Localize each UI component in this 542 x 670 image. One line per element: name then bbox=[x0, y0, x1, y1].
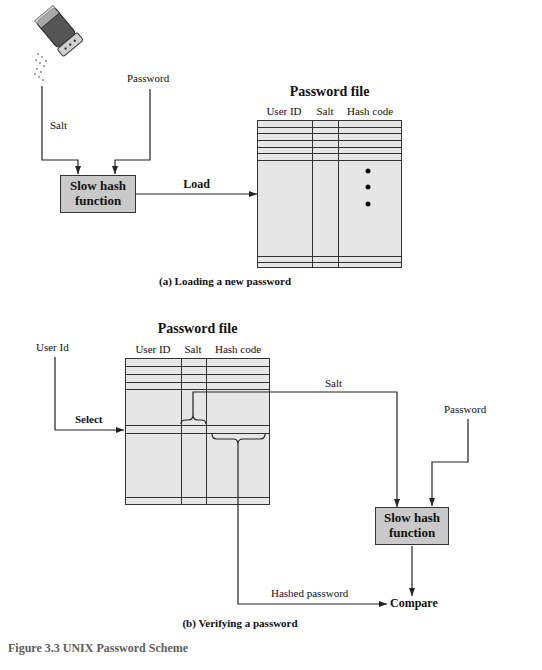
salt-line bbox=[42, 86, 78, 174]
column-rule bbox=[181, 358, 182, 505]
salt-grains bbox=[34, 53, 47, 81]
column-header: Salt bbox=[184, 343, 201, 356]
ellipsis-dot bbox=[366, 169, 371, 174]
ellipsis-dot bbox=[366, 185, 371, 190]
row-rule bbox=[125, 433, 270, 434]
row-rule bbox=[257, 262, 402, 263]
table-frame bbox=[126, 359, 270, 505]
password-line bbox=[432, 419, 468, 506]
ellipsis-dot bbox=[366, 202, 371, 207]
column-rule bbox=[338, 120, 339, 268]
bracket-line bbox=[181, 415, 206, 424]
text-label: Select bbox=[75, 413, 102, 426]
connector-arrow bbox=[270, 392, 397, 507]
figure-caption: Figure 3.3 UNIX Password Scheme bbox=[8, 642, 188, 656]
table-body bbox=[125, 358, 271, 506]
compare-line bbox=[411, 546, 412, 596]
row-rule bbox=[125, 389, 270, 390]
row-rule bbox=[125, 382, 270, 383]
row-rule bbox=[125, 425, 270, 426]
row-rule bbox=[257, 140, 402, 141]
salt-shaker bbox=[34, 5, 83, 57]
password-file-table: Password fileUser ID Salt Hash code bbox=[125, 321, 270, 506]
table-body bbox=[257, 120, 403, 269]
row-rule bbox=[125, 374, 270, 375]
column-header: Hash code bbox=[347, 105, 393, 118]
text-label: (a) Loading a new password bbox=[159, 275, 291, 288]
text-label: Compare bbox=[390, 597, 438, 611]
column-rule bbox=[312, 120, 313, 268]
row-rule bbox=[257, 256, 402, 257]
hash-function-box: Slow hash function bbox=[375, 507, 449, 545]
box-label: Slow hash function bbox=[378, 511, 446, 541]
table-heading: Password file bbox=[290, 84, 370, 100]
column-header: Hash code bbox=[215, 343, 261, 356]
row-rule bbox=[125, 366, 270, 367]
row-rule bbox=[257, 147, 402, 148]
table-heading: Password file bbox=[158, 321, 238, 337]
row-rule bbox=[257, 160, 402, 161]
edge-label: Load bbox=[182, 178, 211, 192]
text-label: User Id bbox=[36, 341, 69, 354]
column-header: Salt bbox=[316, 105, 333, 118]
column-header: User ID bbox=[135, 343, 170, 356]
text-label: Hashed password bbox=[271, 587, 348, 600]
text-label: Password bbox=[444, 403, 486, 416]
column-header: User ID bbox=[266, 105, 301, 118]
user-id-line bbox=[55, 357, 124, 430]
row-rule bbox=[257, 133, 402, 134]
text-label: (b) Verifying a password bbox=[182, 617, 297, 630]
connector-arrow bbox=[136, 193, 257, 194]
text-label: Password bbox=[127, 72, 169, 85]
table-frame bbox=[258, 121, 402, 268]
column-rule bbox=[206, 358, 207, 505]
hash-function-box: Slow hash function bbox=[60, 175, 136, 213]
bracket-line bbox=[237, 444, 238, 505]
password-line bbox=[115, 89, 150, 174]
row-rule bbox=[125, 497, 270, 498]
password-file-table: Password fileUser ID Salt Hash code bbox=[257, 84, 402, 269]
row-rule bbox=[257, 153, 402, 154]
box-label: Slow hash function bbox=[63, 179, 133, 209]
bracket-line bbox=[193, 392, 270, 415]
bracket-line bbox=[212, 434, 265, 444]
text-label: Salt bbox=[50, 119, 67, 132]
row-rule bbox=[257, 127, 402, 128]
edge-label: Salt bbox=[324, 377, 343, 390]
hashed-password-line bbox=[238, 505, 387, 604]
